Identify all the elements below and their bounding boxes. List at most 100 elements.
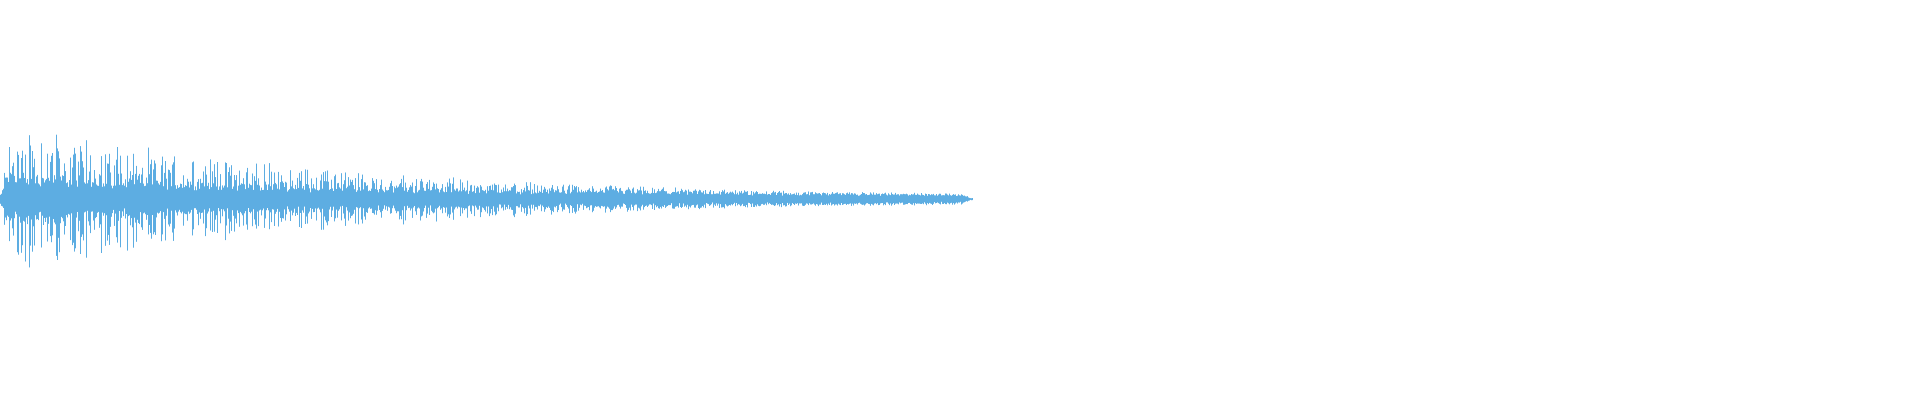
waveform-sample (933, 193, 934, 204)
waveform-sample (136, 165, 137, 242)
waveform-sample (630, 190, 631, 211)
waveform-sample (470, 185, 471, 212)
waveform-sample (174, 156, 175, 229)
waveform-sample (21, 158, 22, 253)
waveform-sample (627, 189, 628, 212)
waveform-sample (453, 177, 454, 220)
waveform-sample (540, 191, 541, 205)
waveform-sample (428, 188, 429, 208)
waveform-sample (432, 186, 433, 213)
waveform-sample (545, 188, 546, 210)
waveform-sample (926, 194, 927, 206)
waveform-sample (333, 191, 334, 207)
waveform-sample (950, 195, 951, 204)
waveform-sample (885, 192, 886, 206)
waveform-sample (265, 181, 266, 219)
waveform-sample (155, 163, 156, 235)
waveform-sample (246, 172, 247, 225)
waveform-sample (33, 167, 34, 227)
waveform-sample (511, 187, 512, 210)
waveform-sample (161, 165, 162, 242)
waveform-sample (837, 192, 838, 206)
waveform-sample (677, 191, 678, 207)
waveform-sample (235, 180, 236, 219)
waveform-sample (391, 180, 392, 214)
waveform-sample (882, 193, 883, 203)
waveform-sample (593, 188, 594, 211)
waveform-sample (456, 188, 457, 207)
waveform-sample (467, 180, 468, 218)
waveform-sample (319, 189, 320, 210)
waveform-sample (409, 187, 410, 208)
waveform-sample (182, 187, 183, 212)
waveform-sample (778, 192, 779, 205)
waveform-sample (625, 190, 626, 205)
waveform-sample (7, 177, 8, 216)
waveform-sample (833, 193, 834, 204)
waveform-sample (296, 189, 297, 213)
waveform-sample (455, 190, 456, 208)
waveform-sample (299, 172, 300, 227)
waveform-sample (850, 194, 851, 204)
waveform-sample (594, 192, 595, 208)
waveform-sample (291, 186, 292, 211)
waveform-sample (771, 193, 772, 205)
waveform-sample (855, 193, 856, 204)
waveform-sample (796, 192, 797, 204)
waveform-sample (437, 188, 438, 209)
waveform-sample (906, 193, 907, 204)
waveform-sample (210, 159, 211, 231)
waveform-sample (512, 187, 513, 210)
waveform-sample (842, 193, 843, 205)
waveform-sample (220, 174, 221, 224)
waveform-sample (288, 190, 289, 210)
waveform-sample (604, 192, 605, 207)
waveform-sample (236, 175, 237, 224)
waveform-sample (955, 194, 956, 204)
waveform-sample (554, 192, 555, 207)
waveform-sample (5, 177, 6, 218)
waveform-sample (81, 151, 82, 237)
waveform-sample (820, 194, 821, 205)
waveform-sample (64, 163, 65, 235)
waveform-sample (674, 192, 675, 209)
waveform-sample (71, 184, 72, 214)
waveform-sample (287, 191, 288, 207)
waveform-sample (622, 191, 623, 207)
waveform-sample (105, 154, 106, 246)
waveform-sample (915, 194, 916, 204)
waveform-sample (823, 192, 824, 205)
waveform-sample (51, 155, 52, 243)
waveform-sample (114, 165, 115, 226)
waveform-sample (789, 194, 790, 204)
waveform-sample (956, 196, 957, 203)
waveform-sample (278, 171, 279, 227)
waveform-sample (772, 192, 773, 205)
waveform-sample (865, 194, 866, 205)
waveform-sample (286, 182, 287, 215)
waveform-sample (267, 190, 268, 208)
waveform-sample (964, 195, 965, 203)
waveform-sample (602, 190, 603, 207)
waveform-sample (309, 188, 310, 212)
waveform-sample (110, 172, 111, 227)
waveform-sample (579, 191, 580, 208)
waveform-sample (923, 195, 924, 205)
waveform-sample (857, 194, 858, 205)
waveform-sample (304, 189, 305, 207)
waveform-sample (293, 188, 294, 213)
waveform-sample (469, 190, 470, 206)
waveform-sample (948, 195, 949, 204)
waveform-sample (485, 189, 486, 212)
waveform-sample (608, 190, 609, 208)
waveform-sample (586, 192, 587, 209)
waveform-sample (538, 192, 539, 206)
waveform-sample (687, 194, 688, 205)
waveform-sample (928, 194, 929, 205)
waveform-sample (621, 190, 622, 207)
waveform-sample (784, 193, 785, 206)
waveform-sample (968, 197, 969, 201)
waveform-sample (870, 192, 871, 206)
waveform-sample (811, 192, 812, 205)
waveform-sample (142, 167, 143, 230)
